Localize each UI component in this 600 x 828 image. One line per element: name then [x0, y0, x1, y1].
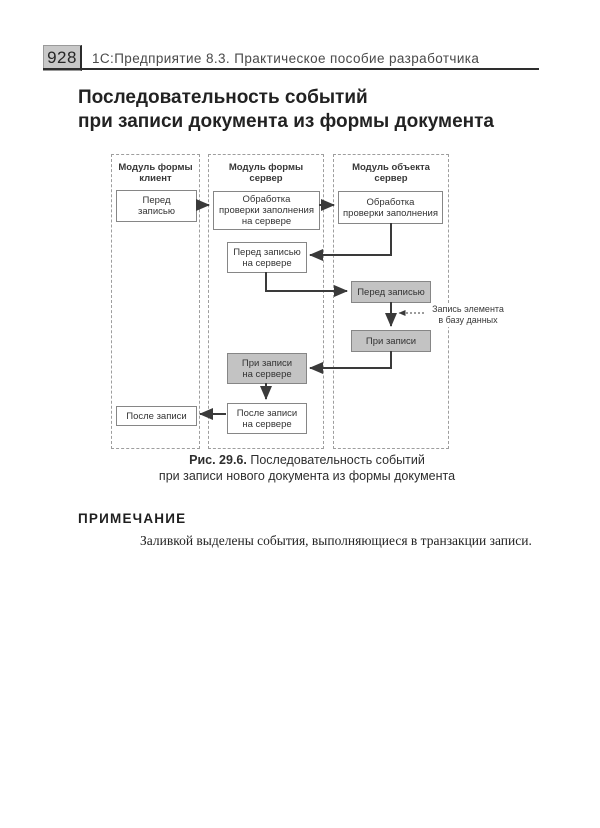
- lane-form-module-server: Модуль формы сервер: [208, 154, 324, 449]
- figure-caption-line2: при записи нового документа из формы док…: [158, 469, 456, 483]
- header-rule: [43, 68, 539, 70]
- node-after-write-client: После записи: [116, 406, 197, 426]
- note-heading: ПРИМЕЧАНИЕ: [78, 511, 187, 526]
- figure-number: Рис. 29.6.: [189, 453, 247, 467]
- node-on-write-object: При записи: [351, 330, 431, 352]
- note-text: Заливкой выделены события, выполняющиеся…: [140, 533, 532, 548]
- lane-title: Модуль формы сервер: [228, 162, 304, 184]
- node-fill-check-processing-on-server: Обработка проверки заполнения на сервере: [213, 191, 320, 230]
- lane-title: Модуль формы клиент: [118, 162, 193, 184]
- lane-title: Модуль объекта сервер: [352, 162, 430, 184]
- node-fill-check-processing: Обработка проверки заполнения: [338, 191, 443, 224]
- figure-caption: Рис. 29.6. Последовательность событий пр…: [75, 452, 539, 484]
- node-after-write-at-server: После записи на сервере: [227, 403, 307, 434]
- section-title-line1: Последовательность событий: [78, 87, 368, 108]
- page-number-badge: 928: [43, 45, 82, 71]
- running-head-title: 1С:Предприятие 8.3. Практическое пособие…: [92, 51, 480, 66]
- lane-object-module-server: Модуль объекта сервер: [333, 154, 449, 449]
- node-on-write-at-server: При записи на сервере: [227, 353, 307, 384]
- section-title: Последовательность событий при записи до…: [78, 86, 548, 134]
- page-number: 928: [47, 48, 77, 67]
- section-title-line2: при записи документа из формы документа: [78, 111, 494, 132]
- node-before-write-object: Перед записью: [351, 281, 431, 303]
- node-before-write-client: Перед записью: [116, 190, 197, 222]
- figure-caption-line1: Рис. 29.6. Последовательность событий: [189, 453, 425, 467]
- lane-form-module-client: Модуль формы клиент: [111, 154, 200, 449]
- node-before-write-at-server: Перед записью на сервере: [227, 242, 307, 273]
- db-write-annotation: Запись элемента в базу данных: [424, 303, 512, 327]
